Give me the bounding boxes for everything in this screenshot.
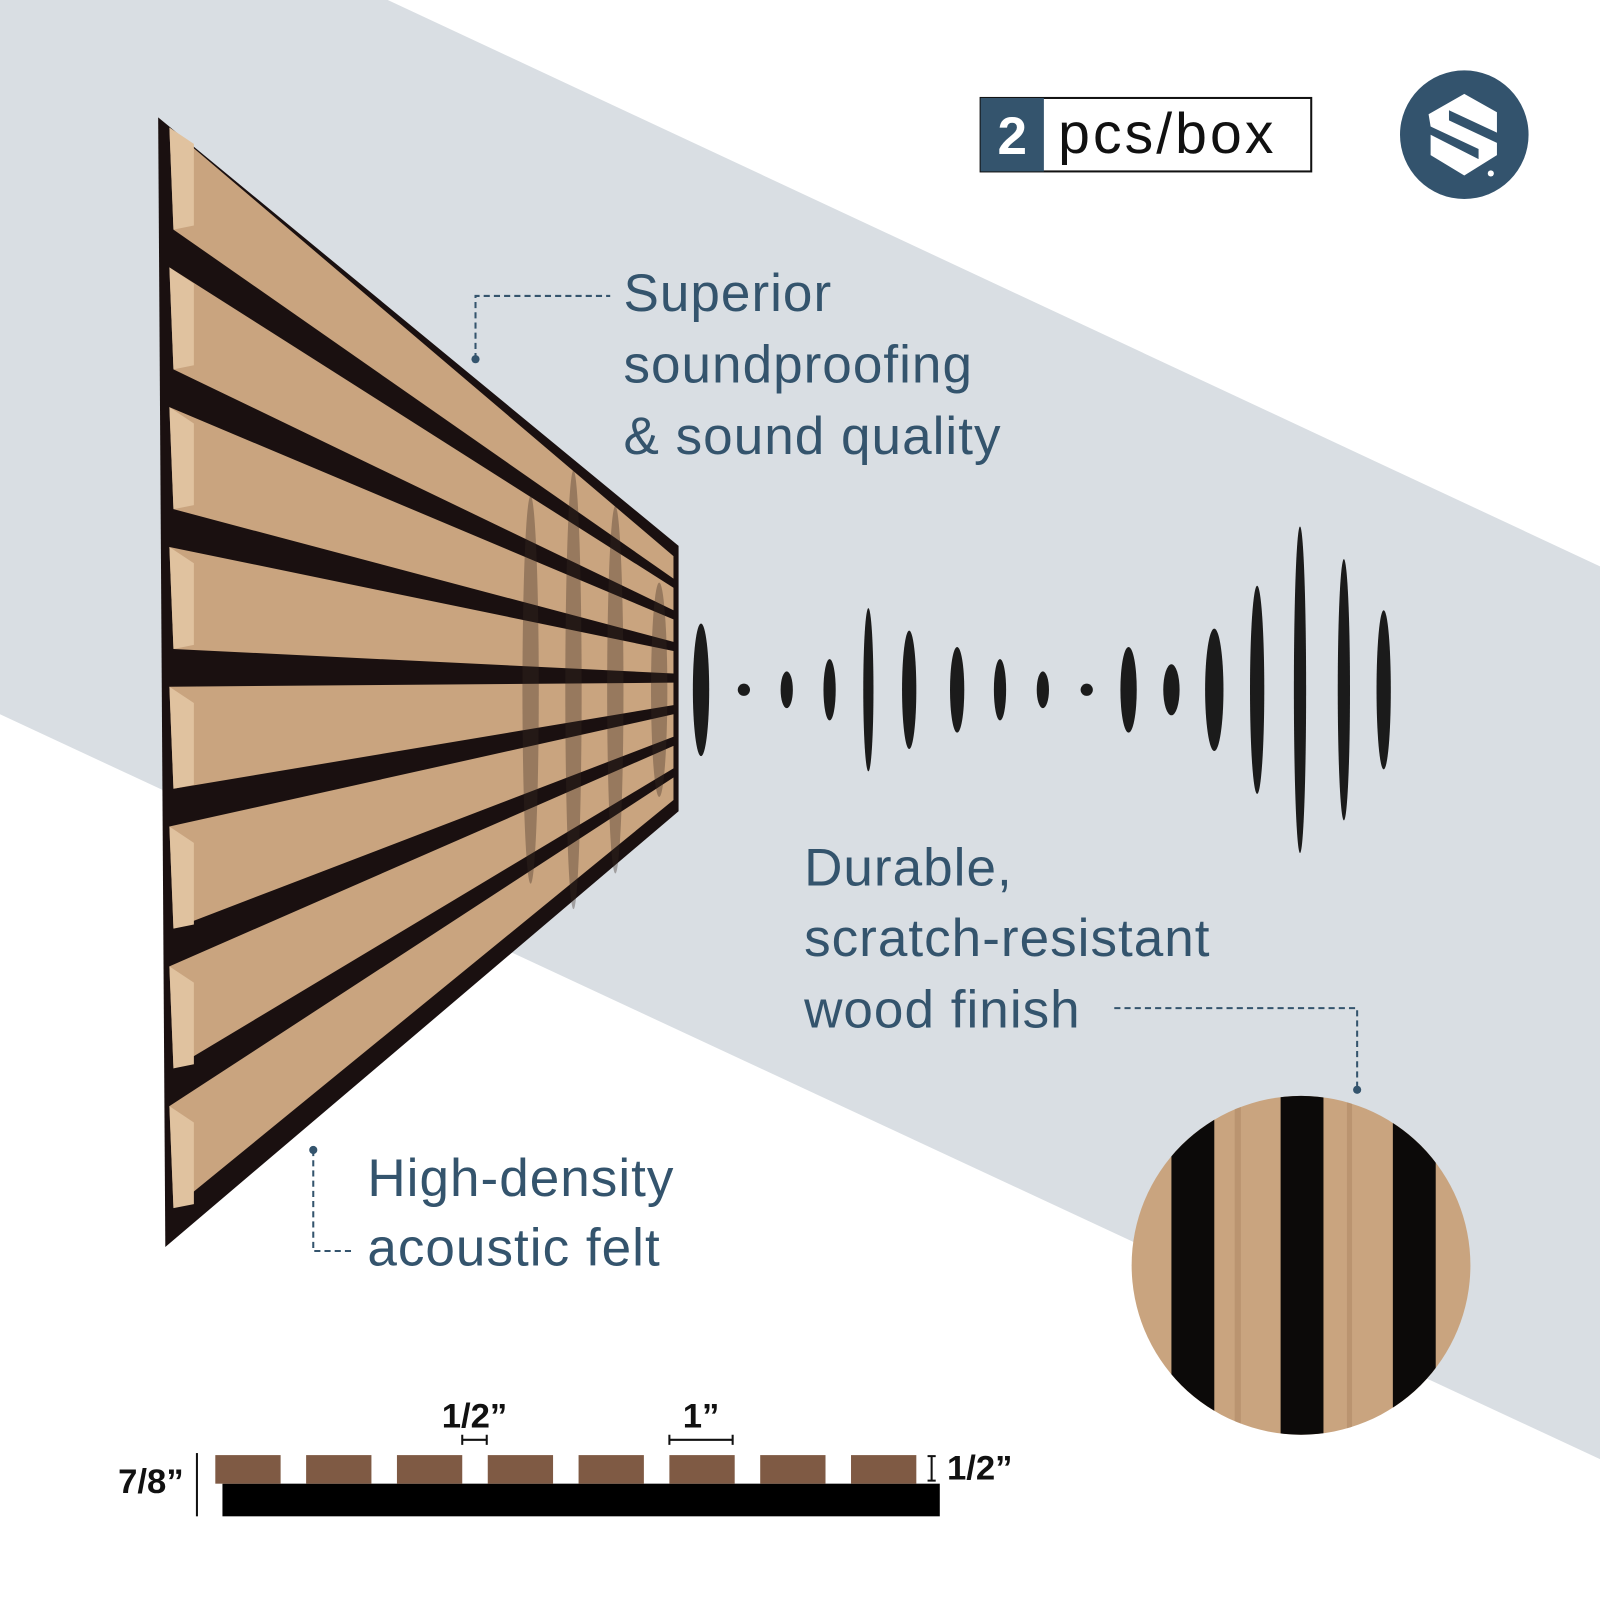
- sound-wave-bar: [823, 659, 836, 721]
- sound-wave-bar: [863, 608, 874, 772]
- sound-wave-bar: [737, 683, 750, 696]
- feature-line: soundproofing: [623, 336, 973, 395]
- wood-slat: [169, 745, 674, 1069]
- wood-slat-edge: [169, 127, 194, 230]
- feature-line: wood finish: [803, 981, 1081, 1040]
- sound-wave-bar: [1337, 559, 1350, 821]
- wood-slat-edge: [169, 686, 194, 789]
- wood-slat-edge: [169, 1106, 194, 1209]
- wood-slat-edge: [169, 826, 194, 929]
- s-logo-icon: [1428, 93, 1497, 176]
- sound-wave-bar: [1036, 671, 1049, 709]
- badge-unit: pcs/box: [1058, 102, 1276, 166]
- sound-wave-bar: [522, 495, 539, 884]
- slat-profile: [851, 1455, 917, 1484]
- slat-profile: [215, 1455, 281, 1484]
- slat-profile: [487, 1455, 554, 1484]
- total-thickness-label: 7/8”: [118, 1463, 184, 1501]
- wood-slat: [169, 407, 674, 642]
- sound-wave-graphic: [522, 470, 1391, 910]
- sound-wave-bar: [651, 582, 668, 797]
- sound-wave-bar: [607, 506, 624, 874]
- wood-slat: [169, 777, 674, 1209]
- wood-slat-edge: [169, 407, 194, 510]
- sound-wave-bar: [993, 659, 1007, 721]
- sound-wave-bar: [1080, 683, 1093, 696]
- sound-wave-bar: [1120, 646, 1137, 733]
- brand-logo: [1400, 70, 1529, 199]
- sound-wave-bar: [565, 470, 582, 910]
- slat-profile: [396, 1455, 463, 1484]
- sound-wave-bar: [1250, 585, 1265, 794]
- feature-line: Superior: [623, 264, 832, 323]
- feature-soundproofing: Superior soundproofing & sound quality: [471, 264, 1001, 466]
- felt-base: [222, 1483, 940, 1517]
- feature-line: acoustic felt: [367, 1218, 660, 1277]
- sound-wave-bar: [950, 646, 965, 733]
- feature-felt: High-density acoustic felt: [309, 1145, 674, 1277]
- feature-line: scratch-resistant: [804, 909, 1210, 968]
- slat-thickness-label: 1/2”: [947, 1450, 1013, 1488]
- feature-line: Durable,: [804, 839, 1013, 898]
- wood-slat-edge: [169, 267, 194, 370]
- wood-slat: [169, 127, 674, 579]
- wood-slat: [169, 267, 674, 611]
- slat-profile: [669, 1455, 735, 1484]
- wood-finish-closeup: [1131, 1095, 1471, 1435]
- sound-wave-bar: [1293, 526, 1307, 854]
- wood-slat: [169, 682, 674, 789]
- feature-line: High-density: [367, 1149, 674, 1208]
- slat-width-label: 1”: [683, 1398, 720, 1436]
- sound-wave-bar: [902, 630, 917, 749]
- sound-wave-bar: [1376, 610, 1391, 770]
- pcs-per-box-badge: 2 pcs/box: [979, 96, 1313, 173]
- wood-slat-edge: [169, 546, 194, 649]
- gap-label: 1/2”: [442, 1398, 508, 1436]
- sound-wave-bar: [692, 623, 710, 757]
- feature-line: & sound quality: [623, 407, 1001, 466]
- feature-finish: Durable, scratch-resistant wood finish: [803, 839, 1362, 1094]
- profile-dimension-diagram: 7/8” 1/2” 1” 1/2”: [118, 1398, 1013, 1517]
- slat-profile: [306, 1455, 372, 1484]
- badge-count: 2: [997, 107, 1027, 166]
- sound-wave-bar: [780, 671, 793, 709]
- acoustic-panel-image: [158, 117, 679, 1247]
- slat-profile: [578, 1455, 644, 1484]
- wood-slat-edge: [169, 966, 194, 1069]
- sound-wave-bar: [1163, 664, 1180, 716]
- slat-profile: [760, 1455, 826, 1484]
- wood-slat: [169, 546, 674, 674]
- sound-wave-bar: [1205, 628, 1224, 752]
- wood-slat: [169, 714, 674, 929]
